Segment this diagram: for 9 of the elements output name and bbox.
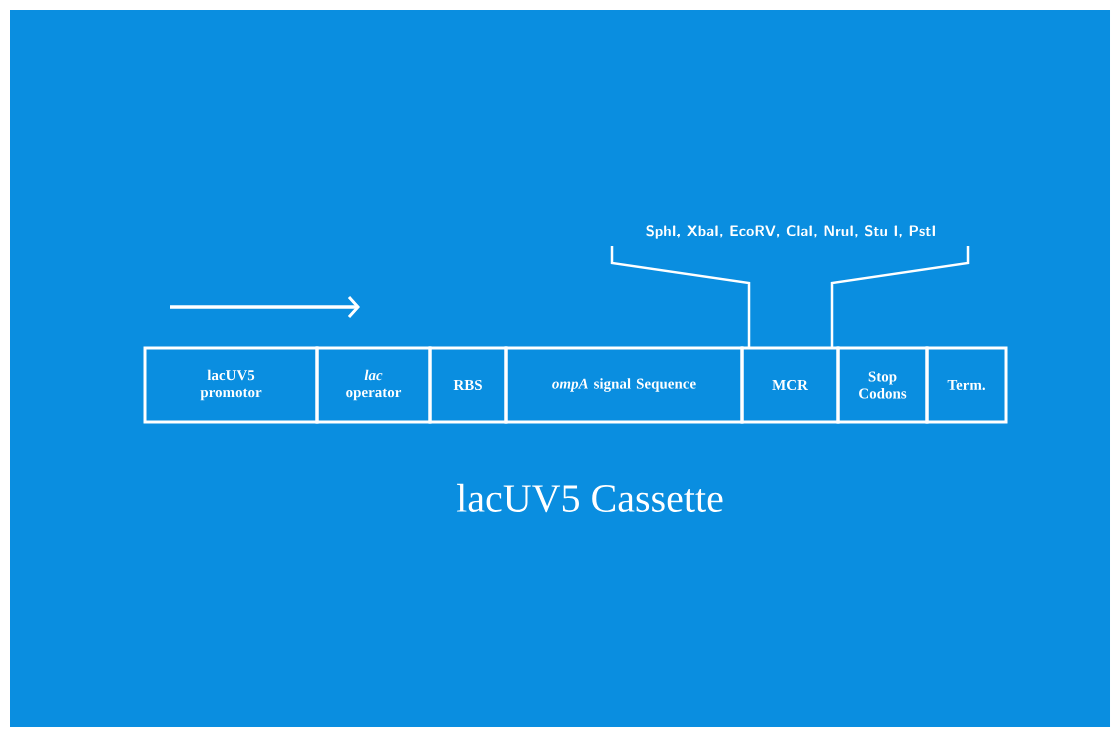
title: lacUV5 Cassette — [456, 483, 723, 513]
site-list: SphI, XbaI, EcoRV, ClaI, NruI, Stu I, PstI — [646, 225, 935, 239]
segment-box: RBS — [428, 346, 508, 424]
segment-box: lacUV5 promotor — [143, 346, 319, 424]
segment-box: Term. — [925, 346, 1008, 424]
segment-box: MCR — [740, 346, 840, 424]
segment-box: lac operator — [315, 346, 432, 424]
segment-box: ompA signal Sequence — [504, 346, 744, 424]
segment-box: Stop Codons — [836, 346, 929, 424]
